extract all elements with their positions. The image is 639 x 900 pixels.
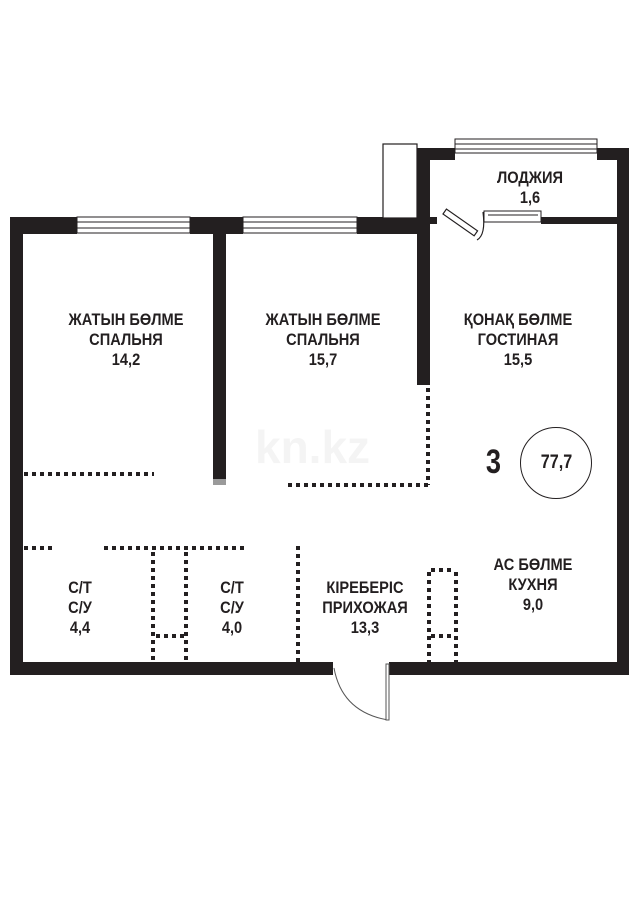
- walls: [10, 148, 629, 675]
- entrance-door: [333, 663, 390, 721]
- total-area-value: 77,7: [540, 452, 572, 473]
- windows: [76, 138, 598, 234]
- room-label-kitchen: АС БӨЛМЕ КУХНЯ 9,0: [493, 555, 573, 614]
- room-label-hallway: КІРЕБЕРІС ПРИХОЖАЯ 13,3: [322, 578, 408, 637]
- room-label-loggia: ЛОДЖИЯ 1,6: [496, 168, 564, 207]
- vent-shaft: [382, 143, 418, 219]
- dotted-partitions: [24, 388, 458, 662]
- room-label-living-room: ҚОНАҚ БӨЛМЕ ГОСТИНАЯ 15,5: [463, 310, 573, 369]
- watermark: kn.kz: [255, 421, 371, 473]
- room-label-bedroom-2: ЖАТЫН БӨЛМЕ СПАЛЬНЯ 15,7: [265, 310, 381, 369]
- rooms-count: 3: [485, 443, 502, 481]
- room-label-bathroom-2: С/Т С/У 4,0: [220, 578, 244, 637]
- room-label-bathroom-1: С/Т С/У 4,4: [68, 578, 92, 637]
- total-area-badge: 77,7: [520, 427, 592, 499]
- room-label-bedroom-1: ЖАТЫН БӨЛМЕ СПАЛЬНЯ 14,2: [68, 310, 184, 369]
- loggia-door: [442, 208, 485, 241]
- wall-end: [213, 479, 226, 485]
